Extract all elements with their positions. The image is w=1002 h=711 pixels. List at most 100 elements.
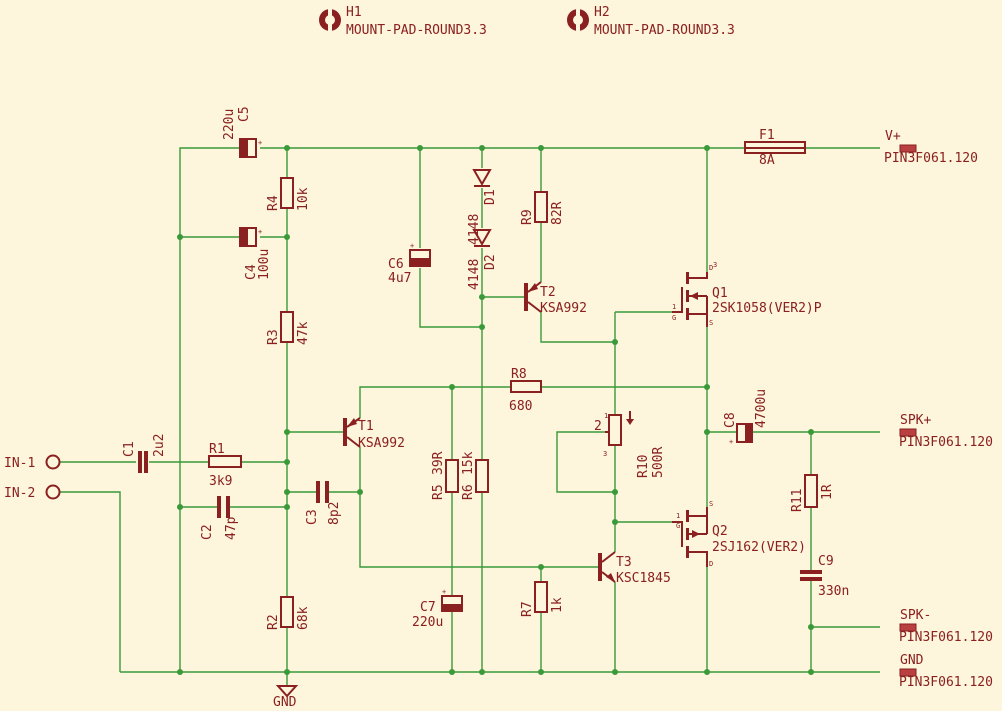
connector-vplus: V+ PIN3F061.120: [884, 129, 978, 166]
c8-ref: C8: [723, 412, 738, 428]
q2-pin-d: D: [709, 560, 713, 568]
gnd-part: PIN3F061.120: [899, 675, 993, 690]
c8-value: 4700u: [754, 389, 769, 428]
c9-ref: C9: [818, 554, 834, 569]
c2-ref: C2: [200, 524, 215, 540]
d1-ref: D1: [483, 189, 498, 205]
transistor-t2: T2 KSA992: [524, 281, 587, 316]
capacitor-c6: + C6 4u7: [388, 242, 431, 286]
in2-label: IN-2: [4, 486, 35, 501]
r10-pin2: 2: [594, 419, 602, 434]
capacitor-c4: + C4 100u: [239, 227, 272, 280]
spkminus-part: PIN3F061.120: [899, 630, 993, 645]
r7-ref: R7: [520, 601, 535, 617]
mosfet-q1: D 3 1 G S Q1 2SK1058(VER2)P: [672, 261, 822, 327]
f1-ref: F1: [759, 128, 775, 143]
resistor-r5: R5 39R: [431, 451, 459, 500]
h1-ref: H1: [346, 5, 362, 20]
vplus-part: PIN3F061.120: [884, 151, 978, 166]
ground-symbol: GND: [273, 685, 299, 710]
in1-label: IN-1: [4, 456, 35, 471]
r11-ref: R11: [790, 489, 805, 512]
capacitor-c3: C3 8p2: [305, 481, 342, 525]
resistor-r11: R11 1R: [790, 474, 835, 512]
vplus-label: V+: [885, 129, 901, 144]
t3-value: KSC1845: [616, 571, 671, 586]
c7-plus: +: [442, 588, 446, 596]
c6-value: 4u7: [388, 271, 411, 286]
c2-value: 47p: [224, 516, 239, 540]
resistor-r6: R6 15k: [461, 451, 489, 500]
q1-pin-g: G: [672, 314, 676, 322]
c1-ref: C1: [122, 441, 137, 457]
r11-value: 1R: [820, 484, 835, 500]
c5-ref: C5: [237, 106, 252, 122]
c9-value: 330n: [818, 584, 849, 599]
c5-plus: +: [258, 139, 262, 147]
r8-ref: R8: [511, 367, 527, 382]
resistor-r1: R1 3k9: [208, 442, 242, 489]
capacitor-c5: + 220u C5: [222, 106, 262, 158]
capacitor-c8: + C8 4700u: [723, 389, 769, 446]
r6-value: 15k: [461, 451, 476, 475]
capacitor-c7: + C7 220u: [412, 588, 463, 630]
r5-value: 39R: [431, 451, 446, 475]
capacitor-c9: C9 330n: [800, 554, 849, 599]
capacitor-c1: C1 2u2: [122, 434, 167, 473]
connector-spkminus: SPK- PIN3F061.120: [899, 608, 993, 645]
r10-ref: R10: [636, 455, 651, 478]
q2-pin-s: S: [709, 500, 713, 508]
r9-ref: R9: [520, 209, 535, 225]
r4-value: 10k: [296, 187, 311, 211]
resistor-r7: R7 1k: [520, 581, 565, 617]
mount-hole-h1: H1 MOUNT-PAD-ROUND3.3: [319, 5, 487, 38]
r1-ref: R1: [209, 442, 225, 457]
q1-value: 2SK1058(VER2)P: [712, 301, 822, 316]
h2-value: MOUNT-PAD-ROUND3.3: [594, 23, 735, 38]
potentiometer-r10: 1 2 3 R10 500R: [594, 411, 666, 478]
r3-ref: R3: [266, 329, 281, 345]
q1-pin-s: S: [709, 319, 713, 327]
r10-value: 500R: [651, 447, 666, 478]
resistor-r4: R4 10k: [266, 177, 311, 211]
input-in1[interactable]: IN-1: [4, 454, 61, 472]
spkminus-label: SPK-: [900, 608, 931, 623]
q1-pin-1: 1: [672, 303, 676, 311]
c6-plus: +: [410, 242, 414, 250]
c8-plus: +: [729, 438, 733, 446]
c5-value: 220u: [222, 109, 237, 140]
t2-ref: T2: [540, 285, 556, 300]
input-in2[interactable]: IN-2: [4, 484, 61, 502]
q2-value: 2SJ162(VER2): [712, 540, 806, 555]
gnd-label: GND: [900, 653, 924, 668]
q1-pin-d: D: [709, 264, 713, 272]
r3-value: 47k: [296, 321, 311, 345]
transistor-t1: T1 KSA992: [343, 417, 405, 451]
q2-pin-1: 1: [676, 512, 680, 520]
r1-value: 3k9: [209, 474, 232, 489]
junctions: [177, 145, 814, 675]
h1-value: MOUNT-PAD-ROUND3.3: [346, 23, 487, 38]
c7-value: 220u: [412, 615, 443, 630]
diode-d2: D2 4148: [467, 229, 498, 290]
r6-ref: R6: [461, 484, 476, 500]
wires: [60, 147, 880, 686]
resistor-r3: R3 47k: [266, 311, 311, 345]
t1-value: KSA992: [358, 436, 405, 451]
t2-value: KSA992: [540, 301, 587, 316]
c7-ref: C7: [420, 600, 436, 615]
t1-ref: T1: [358, 419, 374, 434]
mosfet-q2: S 1 G D Q2 2SJ162(VER2): [672, 500, 806, 568]
c3-value: 8p2: [327, 502, 342, 525]
fuse-f1: F1 8A: [744, 128, 806, 168]
capacitor-c2: C2 47p: [200, 496, 239, 540]
c4-plus: +: [258, 228, 262, 236]
c3-ref: C3: [305, 509, 320, 525]
r8-value: 680: [509, 399, 532, 414]
q2-pin-g: G: [676, 522, 680, 530]
r2-value: 68k: [296, 606, 311, 630]
spkplus-label: SPK+: [900, 413, 931, 428]
h2-ref: H2: [594, 5, 610, 20]
transistor-t3: T3 KSC1845: [598, 551, 671, 586]
